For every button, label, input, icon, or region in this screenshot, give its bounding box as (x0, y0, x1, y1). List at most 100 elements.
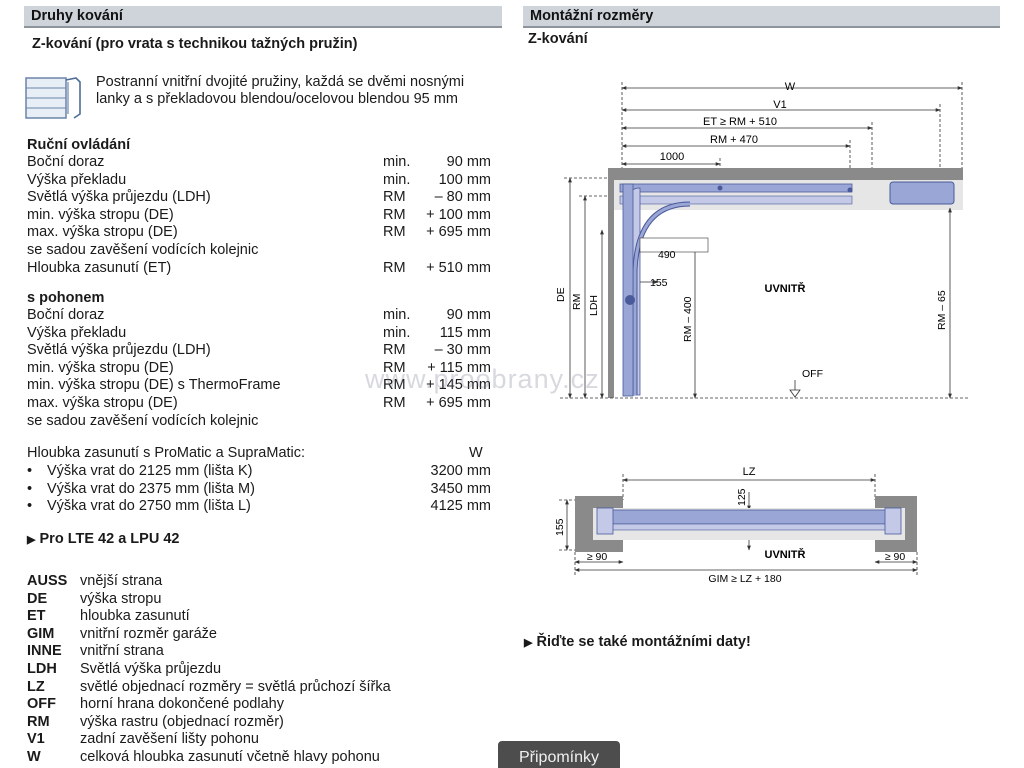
dim-125-label: 125 (736, 488, 748, 506)
spec-label: Světlá výška průjezdu (LDH) (27, 189, 211, 206)
spec-value: – 80 mm (434, 189, 491, 206)
spec-row: Světlá výška průjezdu (LDH) RM – 30 mm (27, 342, 494, 360)
lintel-wall (608, 168, 614, 398)
triangle-right-icon: ▶ (524, 637, 533, 649)
feedback-button-label: Připomínky (518, 749, 600, 766)
spec-value: 90 mm (446, 154, 491, 170)
mounting-data-link[interactable]: ▶ Řiďte se také montážními daty! (524, 634, 751, 650)
spec-row: se sadou zavěšení vodících kolejnic (27, 413, 494, 431)
off-label: OFF (802, 368, 823, 380)
spec-value: + 510 mm (426, 259, 491, 276)
legend-abbreviation: LDH (27, 660, 57, 677)
mounting-subheader: Z-kování (528, 31, 588, 47)
legend-description: vnitřní rozměr garáže (80, 625, 217, 642)
insertion-row: •Výška vrat do 2750 mm (lišta L)4125 mm (27, 498, 494, 516)
legend-item: GIM vnitřní rozměr garáže (27, 626, 497, 644)
door-track (619, 181, 955, 397)
lte-lpu-link[interactable]: ▶ Pro LTE 42 a LPU 42 (27, 531, 179, 547)
spec-value: + 695 mm (426, 394, 491, 411)
spec-row: se sadou zavěšení vodících kolejnic (27, 242, 494, 260)
spec-qualifier: RM (383, 224, 406, 241)
dim-ge90-left: ≥ 90 (587, 551, 608, 563)
insertion-depth-table: Hloubka zasunutí s ProMatic a SupraMatic… (27, 445, 494, 516)
legend-abbreviation: V1 (27, 731, 45, 748)
door-icon (24, 74, 82, 122)
intro-text: Postranní vnitřní dvojité pružiny, každá… (96, 74, 465, 107)
legend-description: zadní zavěšení lišty pohonu (80, 731, 259, 748)
spec-label: Výška překladu (27, 324, 127, 341)
spec-qualifier: min. (383, 324, 411, 341)
dim-de-label: DE (555, 287, 567, 302)
legend-description: světlé objednací rozměry = světlá průcho… (80, 678, 391, 695)
spec-qualifier: RM (383, 206, 406, 223)
insertion-column-header: W (469, 445, 483, 461)
spec-label: min. výška stropu (DE) (27, 206, 174, 223)
spec-value: 115 mm (439, 324, 491, 341)
spec-value: + 695 mm (426, 224, 491, 241)
dim-rm470-label: RM + 470 (710, 134, 758, 146)
legend-description: vnitřní strana (80, 643, 164, 660)
spec-value: 100 mm (438, 171, 491, 188)
lte-lpu-link-label: Pro LTE 42 a LPU 42 (39, 531, 180, 547)
insertion-item-value: 4125 mm (430, 498, 491, 515)
dim-lz-label: LZ (743, 466, 756, 478)
legend-description: Světlá výška průjezdu (80, 660, 222, 677)
legend-item: V1 zadní zavěšení lišty pohonu (27, 731, 497, 749)
dim-et-label: ET ≥ RM + 510 (703, 116, 777, 128)
spec-label: Světlá výška průjezdu (LDH) (27, 342, 211, 359)
legend-description: celková hloubka zasunutí včetně hlavy po… (80, 748, 380, 765)
ceiling (608, 168, 963, 180)
spec-label: min. výška stropu (DE) s ThermoFrame (27, 377, 281, 394)
section-header-label: Montážní rozměry (530, 8, 654, 24)
spec-label: min. výška stropu (DE) (27, 359, 174, 376)
bullet-icon: • (27, 498, 33, 515)
legend-abbreviation: INNE (27, 643, 62, 660)
dim-ldh-label: LDH (588, 295, 600, 316)
mounting-data-link-label: Řiďte se také montážními daty! (536, 634, 751, 650)
spec-label: Výška překladu (27, 171, 127, 188)
spec-row: max. výška stropu (DE) RM + 695 mm (27, 224, 494, 242)
legend-abbreviation: ET (27, 608, 46, 625)
legend-description: horní hrana dokončené podlahy (80, 696, 284, 713)
dim-ge90-right: ≥ 90 (885, 551, 906, 563)
legend-abbreviation: GIM (27, 625, 55, 642)
spec-row: max. výška stropu (DE)RM+ 695 mm (27, 395, 494, 413)
dim-rm65-label: RM – 65 (936, 290, 948, 330)
spec-qualifier: RM (383, 394, 406, 411)
spec-value: + 100 mm (426, 206, 491, 223)
spec-qualifier: RM (383, 342, 406, 359)
spec-label: max. výška stropu (DE) (27, 224, 178, 241)
inside-label-top: UVNITŘ (765, 548, 806, 561)
spec-qualifier: RM (383, 259, 406, 276)
legend-description: výška rastru (objednací rozměr) (80, 713, 284, 730)
spec-row: min. výška stropu (DE) RM + 100 mm (27, 207, 494, 225)
section-header-mounting-dims: Montážní rozměry (523, 6, 1000, 28)
insertion-header-row: Hloubka zasunutí s ProMatic a SupraMatic… (27, 445, 494, 463)
spec-label: Boční doraz (27, 307, 105, 323)
feedback-button[interactable]: Připomínky (498, 741, 620, 768)
section-header-hardware-types: Druhy kování (24, 6, 502, 28)
section-header-label: Druhy kování (31, 8, 123, 24)
legend-item: LZ světlé objednací rozměry = světlá průc… (27, 679, 497, 697)
insertion-item-label: Výška vrat do 2375 mm (lišta M) (47, 480, 255, 497)
spec-value: – 30 mm (434, 342, 491, 359)
legend-item: INNE vnitřní strana (27, 643, 497, 661)
dim-rm400-label: RM – 400 (682, 296, 694, 342)
motor-head (889, 181, 955, 205)
top-view-diagram: LZ 125 155 UVNITŘ ≥ 90 ≥ 90 GIM ≥ LZ + 1… (554, 466, 918, 585)
legend-abbreviation: LZ (27, 678, 45, 695)
dim-155-top-label: 155 (554, 518, 566, 536)
dim-1000-label: 1000 (660, 151, 684, 163)
insertion-label: Hloubka zasunutí s ProMatic a SupraMatic… (27, 445, 306, 461)
spec-value: + 145 mm (426, 377, 491, 394)
legend-description: výška stropu (80, 590, 162, 607)
insertion-row: •Výška vrat do 2125 mm (lišta K)3200 mm (27, 463, 494, 481)
dim-gim-label: GIM ≥ LZ + 180 (708, 573, 781, 585)
